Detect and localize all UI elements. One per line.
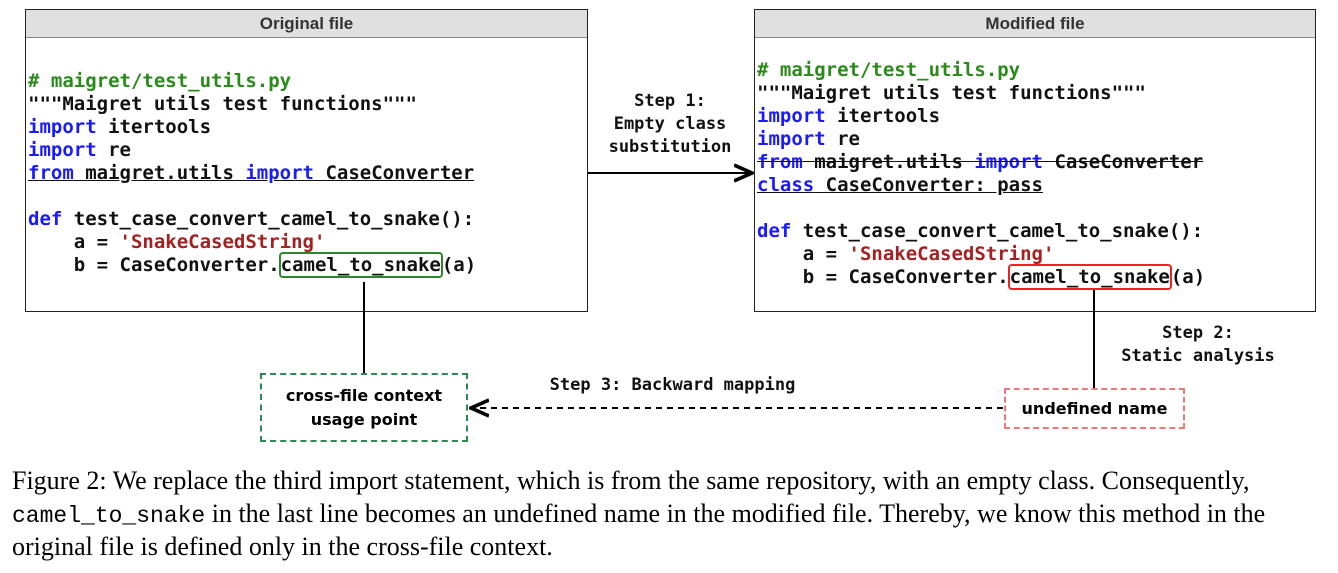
modified-file-panel: Modified file # maigret/test_utils.py ""…: [754, 9, 1316, 312]
modified-code: # maigret/test_utils.py """Maigret utils…: [757, 59, 1206, 290]
usage-highlight: camel_to_snake: [278, 252, 443, 278]
figure-caption: Figure 2: We replace the third import st…: [12, 466, 1266, 561]
original-file-panel: Original file # maigret/test_utils.py ""…: [25, 9, 588, 312]
undefined-name-box: undefined name: [1004, 388, 1185, 429]
step2-label: Step 2: Static analysis: [1121, 323, 1275, 366]
step3-label: Step 3: Backward mapping: [549, 375, 796, 395]
step1-label: Step 1: Empty class substitution: [608, 91, 732, 157]
original-file-title: Original file: [26, 10, 587, 38]
modified-file-title: Modified file: [755, 10, 1315, 38]
undefined-highlight: camel_to_snake: [1007, 264, 1172, 290]
usage-point-box: cross-file context usage point: [260, 373, 468, 442]
original-code: # maigret/test_utils.py """Maigret utils…: [28, 70, 477, 278]
